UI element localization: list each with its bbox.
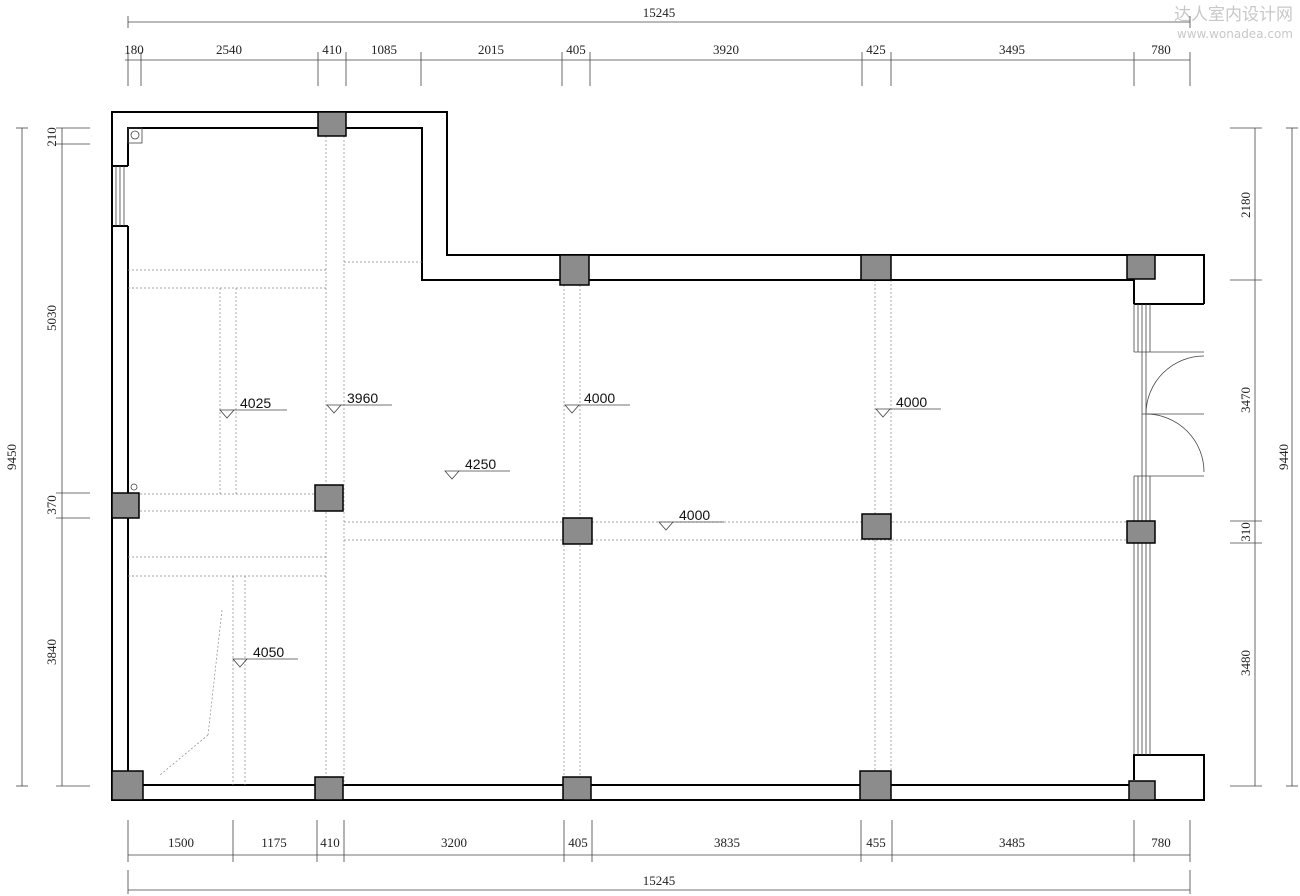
level-marker-label: 3960 <box>347 390 378 406</box>
structural-columns <box>111 111 1156 801</box>
right-dimension-chain: 2180 3470 310 3480 9440 <box>1230 127 1298 787</box>
bottom-total-dimension: 15245 <box>643 873 676 888</box>
right-dim-label: 3470 <box>1238 387 1253 413</box>
level-marker-label: 4025 <box>240 395 271 411</box>
left-dim-label: 370 <box>44 495 59 515</box>
watermark-url: www.wonadea.com <box>1177 27 1293 41</box>
level-marker: 3960 <box>326 390 392 414</box>
bottom-dim-label: 1500 <box>168 835 194 850</box>
top-dimension-chain: 15245 180 2540 410 1085 2015 405 3920 42… <box>124 5 1191 86</box>
top-dim-label: 410 <box>322 42 342 57</box>
bottom-dimension-chain: 1500 1175 410 3200 405 3835 455 3485 780… <box>127 820 1191 894</box>
top-dim-label: 405 <box>566 42 586 57</box>
top-dim-label: 425 <box>866 42 886 57</box>
top-dim-label: 780 <box>1151 42 1171 57</box>
ceiling-beams <box>128 136 1134 785</box>
bottom-dim-label: 410 <box>320 835 340 850</box>
pipe-fixture <box>127 127 143 491</box>
level-marker: 4025 <box>219 395 287 419</box>
level-marker: 4050 <box>232 644 298 668</box>
watermark-brand: 达人室内设计网 <box>1174 5 1293 25</box>
bottom-dim-label: 455 <box>866 835 886 850</box>
top-dim-label: 3495 <box>999 42 1025 57</box>
bottom-dim-label: 3835 <box>714 835 740 850</box>
left-dim-label: 210 <box>44 127 59 147</box>
level-marker: 4000 <box>564 390 630 414</box>
level-marker-label: 4000 <box>896 394 927 410</box>
top-dim-label: 180 <box>124 42 144 57</box>
left-dim-label: 5030 <box>44 305 59 331</box>
right-dim-label: 2180 <box>1238 192 1253 218</box>
bottom-dim-label: 405 <box>568 835 588 850</box>
right-total-dimension: 9440 <box>1276 444 1291 470</box>
right-dim-label: 310 <box>1238 522 1253 542</box>
top-dim-label: 2540 <box>216 42 242 57</box>
level-marker-label: 4000 <box>584 390 615 406</box>
top-dim-label: 1085 <box>371 42 397 57</box>
top-dim-label: 3920 <box>713 42 739 57</box>
top-total-dimension: 15245 <box>643 5 676 20</box>
double-door <box>1141 352 1205 476</box>
level-marker-label: 4000 <box>679 507 710 523</box>
left-total-dimension: 9450 <box>4 444 19 470</box>
right-dim-label: 3480 <box>1238 650 1253 676</box>
exterior-walls <box>111 111 1205 801</box>
bottom-dim-label: 1175 <box>261 835 287 850</box>
level-marker: 4250 <box>444 456 510 480</box>
top-dim-label: 2015 <box>478 42 504 57</box>
bottom-dim-label: 3485 <box>999 835 1025 850</box>
bottom-dim-label: 780 <box>1151 835 1171 850</box>
level-marker-label: 4250 <box>465 456 496 472</box>
level-marker: 4000 <box>875 394 941 418</box>
left-dimension-chain: 9450 210 5030 370 3840 <box>4 127 90 787</box>
bottom-dim-label: 3200 <box>441 835 467 850</box>
left-dim-label: 3840 <box>44 639 59 665</box>
level-marker: 4000 <box>658 507 724 531</box>
level-marker-label: 4050 <box>253 644 284 660</box>
